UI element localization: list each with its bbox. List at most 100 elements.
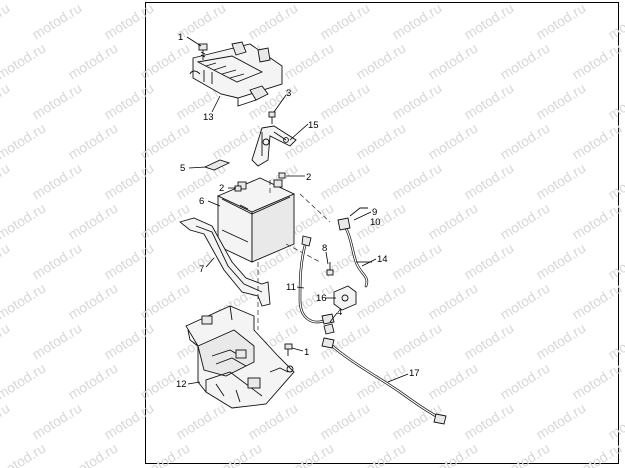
watermark-text: motod.ru [425, 120, 480, 163]
watermark-text: motod.ru [0, 280, 48, 323]
callout-labels: 1 13 3 15 5 2 2 6 9 10 8 14 7 11 16 4 1 … [176, 32, 420, 390]
watermark-text: motod.ru [29, 0, 84, 43]
watermark-text: motod.ru [65, 40, 120, 83]
callout-leader-lines [186, 36, 409, 385]
watermark-text: motod.ru [425, 200, 480, 243]
watermark-text: motod.ru [497, 200, 552, 243]
callout-5: 5 [180, 163, 185, 174]
watermark-text: motod.ru [533, 160, 588, 203]
watermark-text: motod.ru [209, 440, 264, 468]
watermark-text: motod.ru [533, 240, 588, 283]
watermark-text: motod.ru [65, 280, 120, 323]
watermark-text: motod.ru [281, 40, 336, 83]
watermark-text: motod.ru [461, 240, 516, 283]
part-8-screw [326, 262, 334, 276]
watermark-text: motod.ru [461, 160, 516, 203]
watermark-text: motod.ru [533, 400, 588, 443]
watermark-text: motod.ru [317, 160, 372, 203]
watermark-text: motod.ru [317, 80, 372, 123]
watermark-text: motod.ru [0, 160, 12, 203]
watermark-text: motod.ru [281, 440, 336, 468]
callout-10: 10 [370, 217, 381, 228]
watermark-text: motod.ru [65, 360, 120, 403]
watermark-text: motod.ru [173, 400, 228, 443]
part-3-screw [268, 111, 276, 124]
part-17-vent-cable [321, 337, 447, 425]
watermark-text: motod.ru [317, 400, 372, 443]
watermark-text: motod.ru [0, 440, 48, 468]
watermark-text: motod.ru [425, 40, 480, 83]
watermark-text: motod.ru [353, 40, 408, 83]
watermark-text: motod.ru [461, 0, 516, 43]
watermark-text: motod.ru [605, 240, 625, 283]
watermark-text: motod.ru [317, 0, 372, 43]
watermark-text: motod.ru [497, 440, 552, 468]
watermark-text: motod.ru [497, 280, 552, 323]
watermark-text: motod.ru [497, 120, 552, 163]
callout-9: 9 [372, 207, 377, 218]
watermark-text: motod.ru [605, 80, 625, 123]
part-4-nut [323, 323, 335, 335]
callout-14: 14 [377, 254, 388, 265]
watermark-text: motod.ru [605, 320, 625, 363]
watermark-text: motod.ru [101, 0, 156, 43]
watermark-text: motod.ru [389, 240, 444, 283]
watermark-text: motod.ru [65, 440, 120, 468]
watermark-text: motod.ru [65, 200, 120, 243]
watermark-text: motod.ru [389, 160, 444, 203]
watermark-text: motod.ru [569, 120, 624, 163]
callout-11: 11 [286, 282, 296, 293]
watermark-text: motod.ru [461, 400, 516, 443]
part-1-bolt-top [198, 43, 208, 60]
watermark-text: motod.ru [29, 240, 84, 283]
watermark-text: motod.ru [0, 320, 12, 363]
watermark-text: motod.ru [29, 400, 84, 443]
watermark-text: motod.ru [569, 280, 624, 323]
part-12-battery-tray [185, 305, 295, 409]
watermark-text: motod.ru [29, 80, 84, 123]
watermark-text: motod.ru [0, 240, 12, 283]
callout-15: 15 [308, 120, 319, 131]
watermark-text: motod.ru [0, 80, 12, 123]
watermark-text: motod.ru [137, 440, 192, 468]
watermark-text: motod.ru [533, 0, 588, 43]
part-15-strap-bracket [251, 125, 297, 167]
watermark-text: motod.ru [101, 320, 156, 363]
callout-2-right: 2 [306, 172, 311, 183]
watermark-text: motod.ru [0, 200, 48, 243]
watermark-text: motod.ru [605, 0, 625, 43]
watermark-text: motod.ru [0, 120, 48, 163]
watermark-text: motod.ru [353, 200, 408, 243]
callout-17: 17 [409, 368, 420, 379]
watermark-text: motod.ru [101, 160, 156, 203]
watermark-text: motod.ru [425, 440, 480, 468]
callout-2-left: 2 [219, 183, 224, 194]
watermark-text: motod.ru [0, 0, 48, 3]
watermark-text: motod.ru [137, 280, 192, 323]
watermark-text: motod.ru [389, 320, 444, 363]
watermark-text: motod.ru [137, 120, 192, 163]
watermark-text: motod.ru [497, 360, 552, 403]
part-1-bolt-lower [284, 343, 293, 356]
callout-3: 3 [286, 88, 291, 99]
watermark-text: motod.ru [245, 0, 300, 43]
watermark-text: motod.ru [389, 80, 444, 123]
part-5-pad [203, 159, 231, 171]
watermark-text: motod.ru [497, 40, 552, 83]
part-2-screws [234, 172, 286, 192]
callout-7: 7 [199, 264, 204, 275]
watermark-text: motod.ru [461, 80, 516, 123]
watermark-text: motod.ru [425, 360, 480, 403]
watermark-text: motod.ru [0, 400, 12, 443]
callout-6: 6 [199, 196, 204, 207]
watermark-text: motod.ru [389, 0, 444, 43]
part-13-upper-bracket [189, 41, 283, 107]
watermark-text: motod.ru [605, 160, 625, 203]
watermark-text: motod.ru [137, 40, 192, 83]
callout-1-lower: 1 [304, 347, 309, 358]
watermark-text: motod.ru [569, 40, 624, 83]
watermark-text: motod.ru [65, 120, 120, 163]
watermark-text: motod.ru [245, 400, 300, 443]
